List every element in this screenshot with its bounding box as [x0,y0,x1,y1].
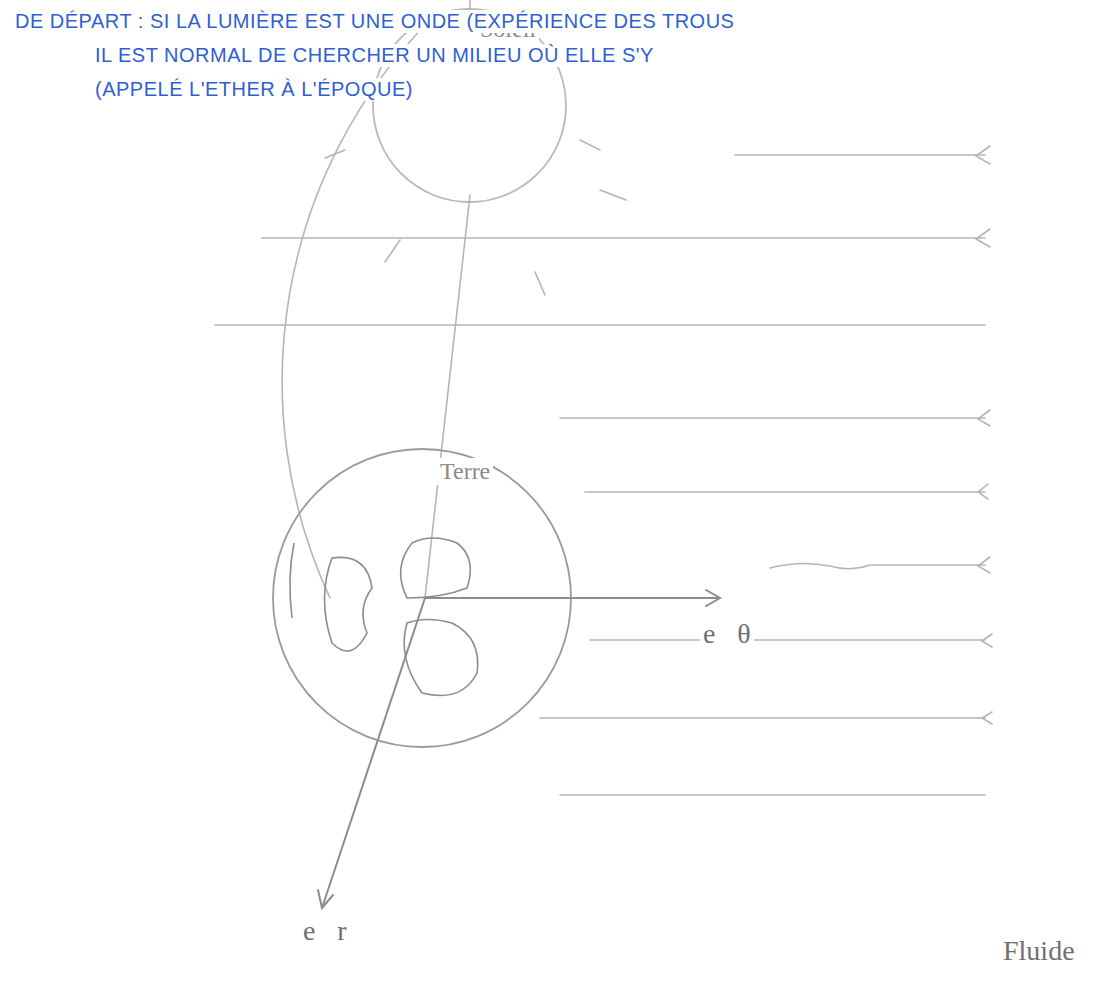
flow-line [585,491,985,493]
flow-line [560,794,985,796]
continent-outline [404,620,478,696]
arrow-head [978,484,988,499]
note-text: IL EST NORMAL DE CHERCHER UN MILIEU OÙ E… [92,44,657,67]
flow-line [590,639,985,641]
arrow-head [982,712,992,724]
arrow-head [978,557,990,573]
arrow-head [976,146,990,164]
flow-line [262,237,985,239]
continent-outline [401,538,471,598]
flow-line [215,324,985,326]
arrow-head [976,229,990,247]
sun-ray [580,140,600,150]
arrow-head [978,410,990,426]
note-text: DE DÉPART : SI LA LUMIÈRE EST UNE ONDE (… [12,10,737,33]
circle-outline [273,449,571,747]
earth-circle: Terre [272,448,572,748]
vector-label: e⃗θ [700,618,754,650]
flow-line [540,717,985,719]
continent-outline [290,543,294,618]
orbit-arc [282,20,430,598]
sun-ray [469,0,471,8]
flow-line [560,417,985,419]
sun-circle: Soleil [372,8,567,203]
vector-arrow [323,598,425,905]
outline [272,448,572,748]
flow-line [770,563,985,568]
sun-ray [535,272,545,295]
circle-outline [373,9,566,202]
sun-ray [600,190,626,200]
sun-ray [325,150,345,158]
arrow-head [706,590,720,606]
vector-label: e⃗r [300,915,350,947]
flow-line [735,154,985,156]
arrow-head [982,634,992,647]
note-text: (APPELÉ L'ETHER À L'ÉPOQUE) [92,78,416,101]
region-label: Fluide [1000,935,1078,967]
sun-ray [385,240,400,262]
arrow-head [318,890,333,908]
node-label: Terre [437,458,493,485]
continent-outline [325,557,373,651]
